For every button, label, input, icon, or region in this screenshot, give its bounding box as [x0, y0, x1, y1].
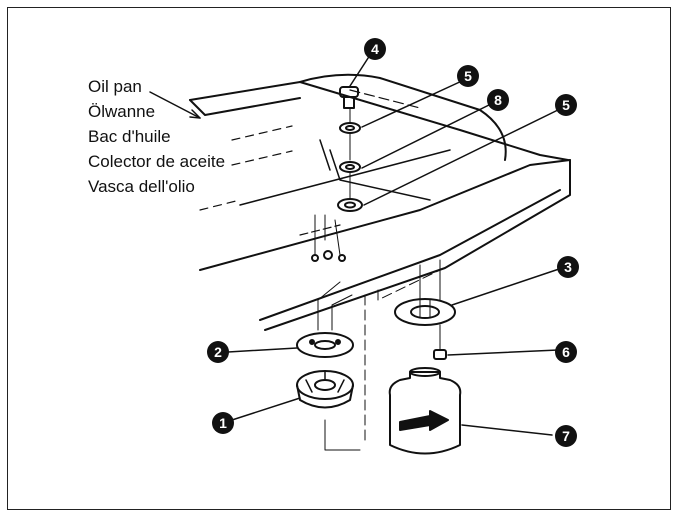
callout-7: 7 [555, 425, 577, 447]
label-oil-pan-fr: Bac d'huile [88, 127, 171, 146]
mount-leader-lines [314, 214, 341, 256]
callout-1: 1 [212, 412, 234, 434]
callout-6: 6 [555, 341, 577, 363]
oil-container-body [388, 371, 462, 455]
hidden-line-5 [199, 199, 241, 211]
label-oil-pan-de: Ölwanne [88, 102, 156, 121]
leader-5a [361, 79, 465, 128]
part-1-body [296, 384, 354, 409]
callout-5-top: 5 [457, 65, 479, 87]
oil-pan-rim [299, 73, 507, 161]
guide-line-lower [324, 419, 361, 451]
oil-pan-top-edge [189, 81, 569, 161]
guide-line-mid [331, 294, 353, 331]
washer-middle [339, 161, 361, 173]
guide-line-left [317, 281, 341, 331]
leader-2 [227, 347, 298, 353]
guide-dash-2 [377, 269, 441, 301]
leader-6 [447, 349, 559, 356]
label-oil-pan-it: Vasca dell'olio [88, 177, 195, 196]
gasket-2 [296, 332, 354, 358]
screw-shank [343, 96, 355, 109]
callout-2: 2 [207, 341, 229, 363]
callout-8: 8 [487, 89, 509, 111]
oil-pan-ridge [329, 149, 431, 201]
hidden-line-2 [299, 224, 341, 236]
hidden-line-4 [231, 150, 293, 166]
screw-head [339, 86, 359, 98]
nut-6 [433, 349, 447, 360]
oil-pan-ridge2 [319, 139, 331, 171]
leader-8 [361, 101, 496, 169]
washer-bottom [337, 198, 363, 212]
callout-4: 4 [364, 38, 386, 60]
oil-pan-front-face [239, 149, 451, 206]
label-oil-pan-en: Oil pan [88, 77, 142, 96]
ring-3 [394, 298, 456, 326]
label-oil-pan-es: Colector de aceite [88, 152, 226, 171]
guide-line-right [419, 259, 441, 301]
callout-3: 3 [557, 256, 579, 278]
oil-pan-leader [149, 91, 201, 119]
oil-container-arrow [399, 410, 449, 431]
leader-3 [451, 267, 563, 306]
callout-5-bottom: 5 [555, 94, 577, 116]
oil-pan-left-edge [189, 97, 301, 116]
oil-pan-bottom-edge [199, 159, 571, 271]
leader-7 [461, 424, 553, 436]
leader-1 [231, 397, 301, 421]
hidden-line-3 [231, 125, 293, 141]
leader-5b [363, 107, 563, 206]
washer-top [339, 122, 361, 134]
oil-pan-lower-lip [264, 159, 571, 331]
